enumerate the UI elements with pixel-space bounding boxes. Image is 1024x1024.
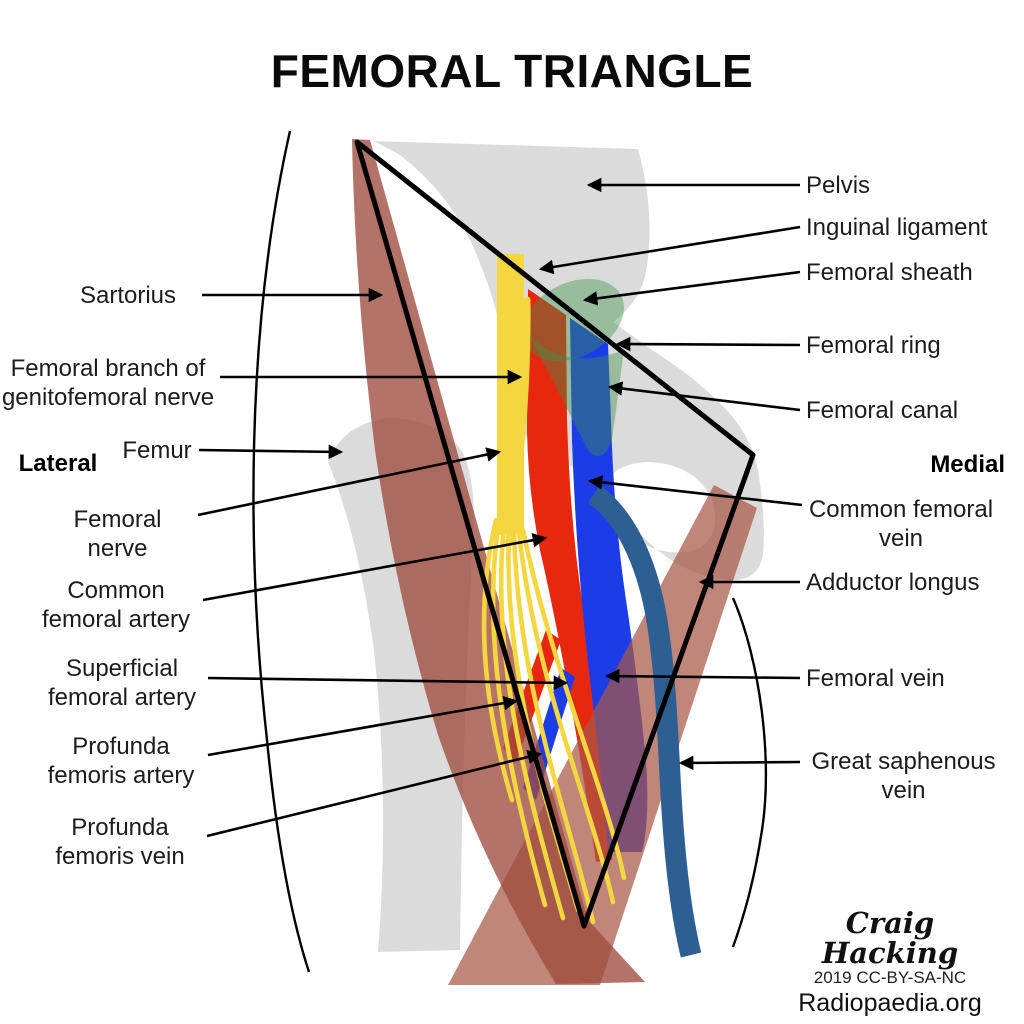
- arrow-profunda-femoris-vein: [206, 749, 543, 838]
- orientation-lateral: Lateral: [18, 450, 98, 477]
- great-saphenous-vein: [587, 485, 702, 958]
- arrow-profunda-femoris-artery: [207, 695, 519, 757]
- label-sartorius: Sartorius: [79, 282, 177, 309]
- arrow-great-saphenous-vein: [678, 755, 801, 771]
- label-common-femoral-artery: Common femoral artery: [41, 577, 191, 633]
- arrow-common-femoral-vein: [587, 475, 803, 507]
- label-femoral-ring: Femoral ring: [806, 332, 941, 359]
- label-profunda-femoris-artery: Profunda femoris artery: [47, 733, 195, 789]
- label-genitofemoral-branch: Femoral branch of genitofemoral nerve: [1, 355, 215, 411]
- sartorius-muscle: [352, 139, 645, 984]
- body-outline-left: [252, 130, 311, 973]
- arrow-femoral-sheath: [582, 270, 801, 306]
- arrow-femoral-canal: [607, 381, 801, 412]
- credit-block: Craig Hacking 2019 CC-BY-SA-NC Radiopaed…: [780, 908, 1000, 1017]
- label-femoral-canal: Femoral canal: [806, 397, 959, 424]
- label-profunda-femoris-vein: Profunda femoris vein: [55, 814, 185, 870]
- label-adductor-longus: Adductor longus: [806, 569, 980, 596]
- label-superficial-femoral-artery: Superficial femoral artery: [47, 655, 197, 711]
- label-femoral-sheath: Femoral sheath: [806, 259, 973, 286]
- label-arrows: [197, 177, 803, 838]
- arrow-common-femoral-artery: [202, 533, 548, 602]
- arrow-inguinal-ligament: [538, 225, 801, 275]
- femoral-nerve: [497, 254, 524, 535]
- triangle-outline: [354, 139, 756, 929]
- label-femoral-vein: Femoral vein: [806, 665, 945, 692]
- label-inguinal-ligament: Inguinal ligament: [806, 214, 988, 241]
- body-outline-right: [731, 597, 768, 948]
- license-text: 2019 CC-BY-SA-NC: [813, 968, 967, 987]
- arrow-femoral-vein: [604, 668, 801, 684]
- label-common-femoral-vein: Common femoral vein: [808, 496, 994, 552]
- label-pelvis: Pelvis: [806, 172, 871, 199]
- arrow-femur: [198, 444, 344, 460]
- author-signature: Craig Hacking: [821, 906, 959, 970]
- orientation-medial: Medial: [930, 451, 1005, 478]
- genitofemoral-branch: [504, 296, 531, 549]
- label-femur: Femur: [122, 437, 192, 464]
- site-name: Radiopaedia.org: [798, 989, 982, 1017]
- arrow-superficial-femoral-artery: [207, 675, 569, 691]
- page-title: FEMORAL TRIANGLE: [270, 45, 754, 97]
- label-femoral-nerve: Femoral nerve: [73, 506, 162, 562]
- label-great-saphenous-vein: Great saphenous vein: [811, 748, 996, 804]
- arrow-femoral-nerve: [197, 447, 502, 517]
- femoral-canal: [530, 336, 624, 457]
- arrow-femoral-ring: [615, 336, 801, 352]
